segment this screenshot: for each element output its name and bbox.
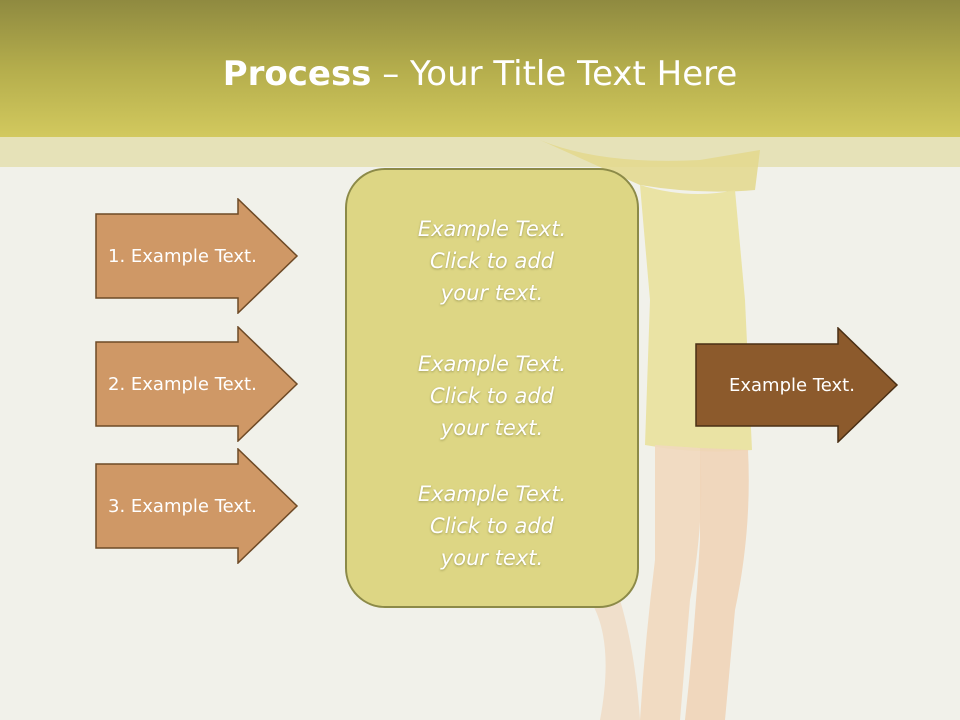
center-text-box[interactable] [345, 168, 639, 608]
arrow-shape [95, 198, 299, 314]
process-arrow-3[interactable]: 3. Example Text. [95, 448, 299, 564]
arrow-shape [695, 327, 899, 443]
center-text-3[interactable]: Example Text. Click to add your text. [417, 482, 567, 570]
result-arrow[interactable]: Example Text. [695, 327, 899, 443]
arrow-shape [95, 448, 299, 564]
center-text-1[interactable]: Example Text. Click to add your text. [417, 217, 567, 305]
process-arrow-1[interactable]: 1. Example Text. [95, 198, 299, 314]
arrow-label: 3. Example Text. [108, 495, 257, 517]
arrow-shape [95, 326, 299, 442]
arrow-label: Example Text. [729, 374, 855, 396]
header-band [0, 137, 960, 167]
process-arrow-2[interactable]: 2. Example Text. [95, 326, 299, 442]
title-bar [0, 0, 960, 137]
title-rest: – Your Title Text Here [371, 54, 738, 94]
arrow-label: 2. Example Text. [108, 373, 257, 395]
slide-title[interactable]: Process – Your Title Text Here [0, 52, 960, 96]
arrow-label: 1. Example Text. [108, 245, 257, 267]
title-bold: Process [222, 54, 372, 94]
center-text-2[interactable]: Example Text. Click to add your text. [417, 352, 567, 440]
